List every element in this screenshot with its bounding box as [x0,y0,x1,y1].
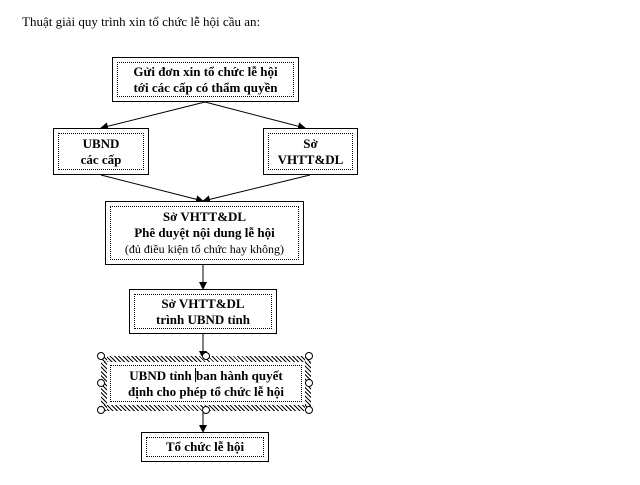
node-approve-content[interactable]: Sở VHTT&DL Phê duyệt nội dung lễ hội (đủ… [105,201,304,265]
resize-handle-br[interactable] [305,406,313,414]
node-hold-festival-line1: Tổ chức lễ hội [165,439,245,454]
arrow-n1-n2 [100,101,206,131]
node-ubnd-cac-cap-line1: UBND [82,135,120,151]
node-submit-to-province-line2: trình UBND tỉnh [156,311,250,327]
node-ubnd-cac-cap-line2: các cấp [80,151,122,167]
node-so-vhttdl[interactable]: Sở VHTT&DL [263,128,358,175]
resize-handle-ml[interactable] [97,379,105,387]
node-hold-festival[interactable]: Tổ chức lễ hội [141,432,269,462]
page-heading: Thuật giải quy trình xin tổ chức lễ hội … [22,14,261,29]
node-approve-content-line2: Phê duyệt nội dung lễ hội [134,225,275,240]
node-issue-decision[interactable]: UBND tỉnh ban hành quyết định cho phép t… [107,362,305,405]
arrow-n3-n4 [202,174,311,204]
resize-handle-tm[interactable] [202,352,210,360]
text-caret [195,367,197,382]
resize-handle-bl[interactable] [97,406,105,414]
node-so-vhttdl-line2: VHTT&DL [277,151,344,167]
node-issue-decision-line1: UBND tỉnh ban hành quyết [129,367,283,384]
arrow-n1-n3 [204,101,306,131]
node-approve-content-line1: Sở VHTT&DL [162,209,247,224]
resize-handle-mr[interactable] [305,379,313,387]
node-issue-decision-line1-b: ban hành quyết [196,367,283,383]
node-submit-to-province[interactable]: Sở VHTT&DL trình UBND tỉnh [129,289,277,334]
resize-handle-tl[interactable] [97,352,105,360]
resize-handle-bm[interactable] [202,406,210,414]
resize-handle-tr[interactable] [305,352,313,360]
node-issue-decision-line1-a: UBND tỉnh [129,367,196,383]
node-issue-decision-line2: định cho phép tổ chức lễ hội [128,383,284,399]
node-approve-content-note: (đủ điều kiện tổ chức hay không) [124,242,285,256]
node-submit-request-line2: tới các cấp có thẩm quyền [133,79,278,95]
node-submit-to-province-line1: Sở VHTT&DL [161,295,245,311]
node-submit-request-line1: Gửi đơn xin tổ chức lễ hội [133,63,278,79]
node-ubnd-cac-cap[interactable]: UBND các cấp [53,128,149,175]
arrow-n2-n4 [100,174,204,204]
node-submit-request[interactable]: Gửi đơn xin tổ chức lễ hội tới các cấp c… [112,57,299,102]
node-so-vhttdl-line1: Sở [303,135,318,151]
